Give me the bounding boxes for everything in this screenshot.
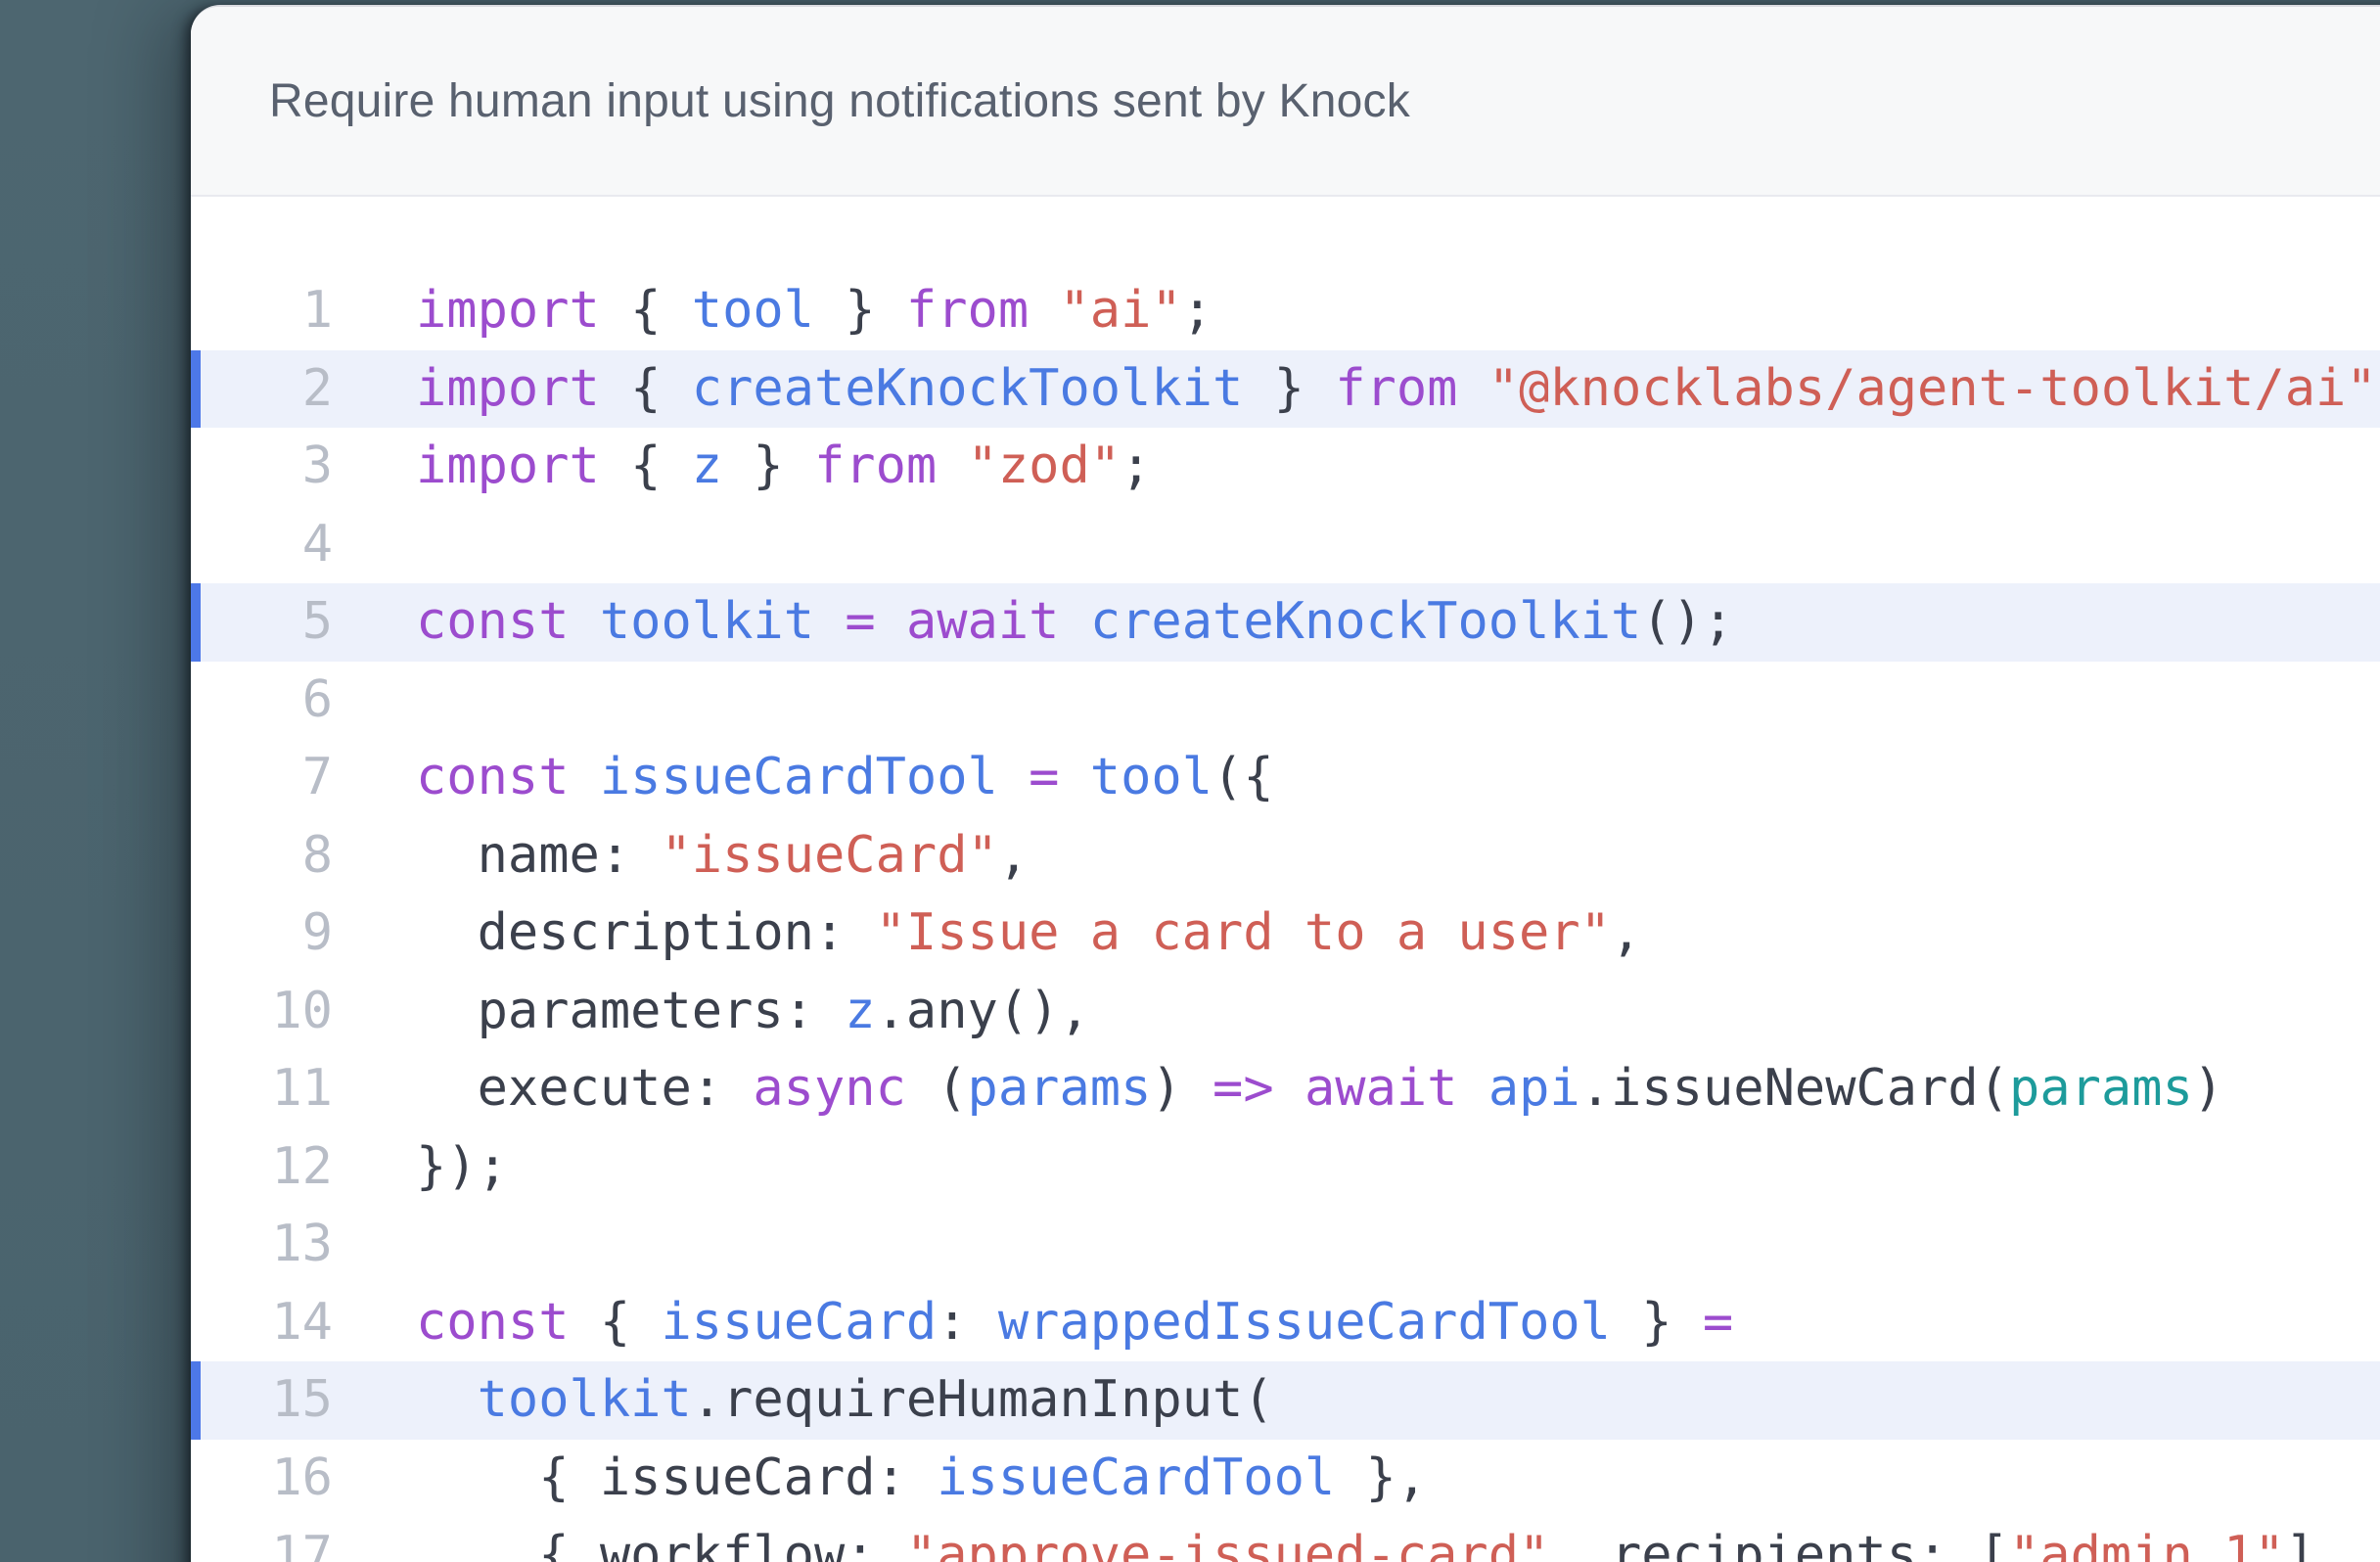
code-text: const toolkit = await createKnockToolkit… xyxy=(416,592,1734,651)
code-line: 11 execute: async (params) => await api.… xyxy=(191,1050,2380,1128)
code-lines: 1 import { tool } from "ai"; 2 import { cre… xyxy=(191,272,2380,1562)
code-text xyxy=(333,515,416,574)
line-number: 1 xyxy=(301,281,333,340)
line-number: 16 xyxy=(271,1447,333,1507)
line-number: 9 xyxy=(301,903,333,962)
code-text: description: "Issue a card to a user", xyxy=(416,903,1642,962)
code-line: 7 const issueCardTool = tool({ xyxy=(191,739,2380,817)
code-text: { workflow: "approve-issued-card", recip… xyxy=(416,1526,2316,1562)
code-line: 16 { issueCard: issueCardTool }, xyxy=(191,1440,2380,1518)
code-text: execute: async (params) => await api.iss… xyxy=(416,1059,2224,1118)
line-number: 4 xyxy=(301,514,333,574)
code-line-highlighted: 2 import { createKnockToolkit } from "@kn… xyxy=(191,349,2380,428)
code-text: import { z } from "zod"; xyxy=(416,436,1152,495)
line-number: 12 xyxy=(271,1136,333,1196)
code-line: 6 xyxy=(191,662,2380,740)
line-number: 6 xyxy=(301,669,333,729)
code-text: const issueCardTool = tool({ xyxy=(416,748,1274,806)
line-number: 10 xyxy=(271,981,333,1040)
code-line: 4 xyxy=(191,506,2380,584)
code-text: toolkit.requireHumanInput( xyxy=(477,1370,1274,1429)
line-number: 11 xyxy=(271,1059,333,1118)
code-text: import { tool } from "ai"; xyxy=(416,281,1213,340)
code-text: parameters: z.any(), xyxy=(416,981,1090,1040)
line-number: 14 xyxy=(271,1292,333,1352)
code-line: 1 import { tool } from "ai"; xyxy=(191,272,2380,350)
code-line: 8 name: "issueCard", xyxy=(191,817,2380,896)
line-number: 7 xyxy=(301,748,333,806)
code-line: 12}); xyxy=(191,1128,2380,1207)
line-number: 15 xyxy=(271,1370,333,1429)
code-text: name: "issueCard", xyxy=(416,825,1030,885)
code-line: 17 { workflow: "approve-issued-card", re… xyxy=(191,1517,2380,1562)
code-text: const { issueCard: wrappedIssueCardTool … xyxy=(416,1292,1734,1352)
line-number: 13 xyxy=(271,1215,333,1273)
code-line-highlighted: 5 const toolkit = await createKnockToolki… xyxy=(191,583,2380,662)
code-line: 9 description: "Issue a card to a user", xyxy=(191,895,2380,973)
code-line: 13 xyxy=(191,1206,2380,1284)
card-title: Require human input using notifications … xyxy=(269,74,1410,127)
code-line: 10 parameters: z.any(), xyxy=(191,973,2380,1051)
code-sample-card: Require human input using notifications … xyxy=(191,5,2380,1562)
card-header: Require human input using notifications … xyxy=(191,7,2380,197)
code-line: 14 const { issueCard: wrappedIssueCardToo… xyxy=(191,1284,2380,1362)
line-number: 8 xyxy=(301,825,333,885)
code-text xyxy=(333,670,416,729)
code-text: { issueCard: issueCardTool }, xyxy=(416,1447,1428,1507)
line-number: 5 xyxy=(301,592,333,651)
code-text: import { createKnockToolkit } from "@kno… xyxy=(416,358,2380,418)
code-line-highlighted: 15 toolkit.requireHumanInput( xyxy=(191,1361,2380,1440)
line-number: 17 xyxy=(271,1526,333,1562)
code-line: 3 import { z } from "zod"; xyxy=(191,428,2380,506)
code-text: }); xyxy=(416,1136,508,1196)
code-text xyxy=(333,1215,416,1273)
line-number: 3 xyxy=(301,436,333,495)
line-number: 2 xyxy=(301,358,333,418)
code-editor[interactable]: 1 import { tool } from "ai"; 2 import { cre… xyxy=(191,197,2380,1562)
